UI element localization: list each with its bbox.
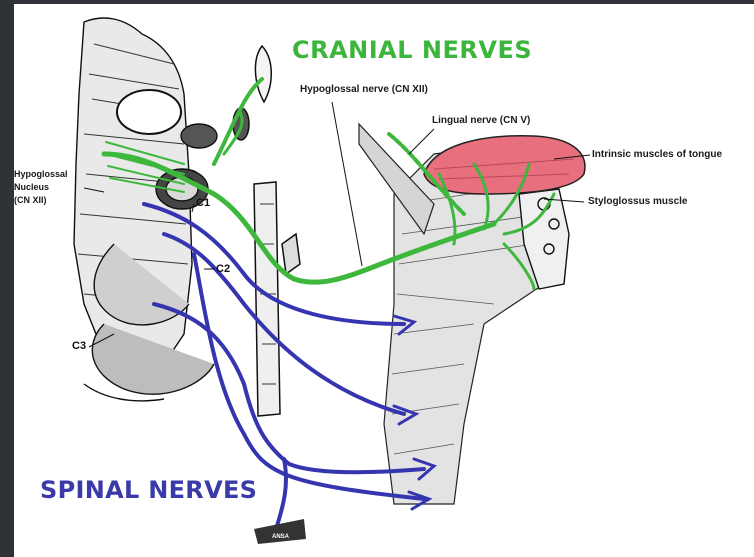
tongue-muscle-shape (424, 136, 585, 194)
nucleus-label-line3: (CN XII) (14, 195, 47, 205)
c3-label: C3 (72, 340, 86, 352)
c2-label: C2 (216, 263, 230, 275)
hypoglossal-nerve-label: Hypoglossal nerve (CN XII) (300, 84, 428, 95)
spinal-nerves-title: SPINAL NERVES (40, 476, 257, 504)
cranial-nerves-title: CRANIAL NERVES (292, 36, 532, 64)
nucleus-label-line2: Nucleus (14, 182, 49, 192)
c1-label: C1 (196, 197, 210, 209)
intrinsic-muscles-label: Intrinsic muscles of tongue (592, 149, 722, 160)
nucleus-label-line1: Hypoglossal (14, 169, 68, 179)
lingual-nerve-label: Lingual nerve (CN V) (432, 115, 530, 126)
diagram-frame: CRANIAL NERVES SPINAL NERVES Hypoglossal… (14, 4, 754, 557)
styloglossus-label: Styloglossus muscle (588, 196, 687, 207)
ansa-label: ANSA (272, 534, 289, 540)
